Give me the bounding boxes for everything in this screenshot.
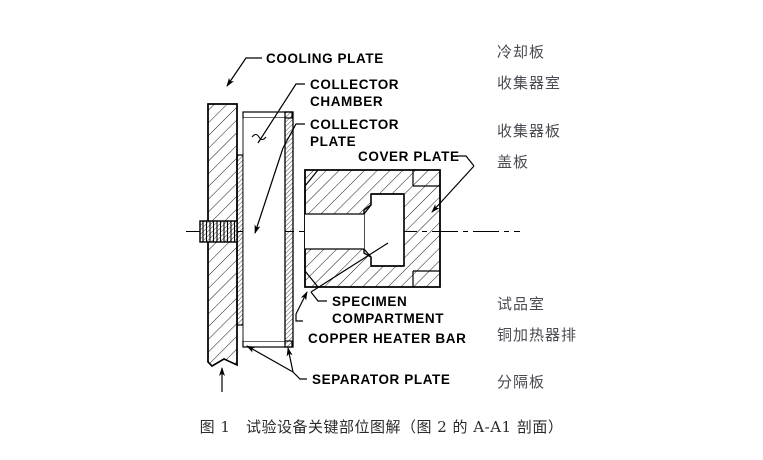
label-collector-plate-line1: COLLECTOR — [310, 117, 399, 132]
specimen-compartment-void — [305, 193, 405, 267]
cn-label-collector-chamber: 收集器室 — [497, 74, 562, 92]
leader-separator-c — [286, 347, 294, 373]
label-collector-plate-line2: PLATE — [310, 134, 356, 149]
leader-collector-plate-b — [254, 147, 284, 234]
cn-label-cooling-plate: 冷却板 — [497, 43, 546, 61]
cn-label-copper-heater-bar: 铜加热器排 — [497, 326, 578, 344]
cn-label-separator-plate: 分隔板 — [497, 373, 546, 391]
label-cover-plate: COVER PLATE — [358, 149, 460, 164]
label-specimen-compartment-line2: COMPARTMENT — [332, 311, 444, 326]
label-specimen-compartment-line1: SPECIMEN — [332, 294, 407, 309]
label-cooling-plate: COOLING PLATE — [266, 51, 384, 66]
leader-cooling-plate — [226, 57, 262, 87]
leader-collector-chamber — [257, 83, 305, 144]
leader-specimen-a — [310, 291, 327, 302]
label-separator-plate: SEPARATOR PLATE — [312, 372, 451, 387]
label-collector-chamber-line1: COLLECTOR — [310, 77, 399, 92]
separator-plate-section — [236, 154, 244, 326]
leader-heater-b — [295, 291, 308, 315]
collector-plate-section — [284, 111, 294, 348]
threaded-bolt-detail — [199, 220, 238, 243]
leader-separator-b — [246, 345, 294, 373]
leader-collector-plate-a — [282, 123, 305, 149]
cn-label-collector-plate: 收集器板 — [497, 122, 562, 140]
leader-separator-a — [292, 371, 307, 380]
leader-cover-plate-a — [453, 155, 475, 167]
figure-caption: 图 1 试验设备关键部位图解（图 2 的 A-A1 剖面） — [199, 418, 564, 436]
label-collector-chamber-line2: CHAMBER — [310, 94, 383, 109]
leader-lines — [219, 57, 475, 392]
collector-chamber-void — [242, 111, 293, 348]
leader-specimen-b — [310, 242, 389, 293]
cn-label-specimen-compartment: 试品室 — [497, 295, 546, 313]
leader-cover-plate-b — [431, 165, 475, 213]
leader-heater-a — [295, 314, 303, 322]
label-copper-heater-bar: COPPER HEATER BAR — [308, 331, 466, 346]
cn-label-cover-plate: 盖板 — [497, 153, 530, 171]
